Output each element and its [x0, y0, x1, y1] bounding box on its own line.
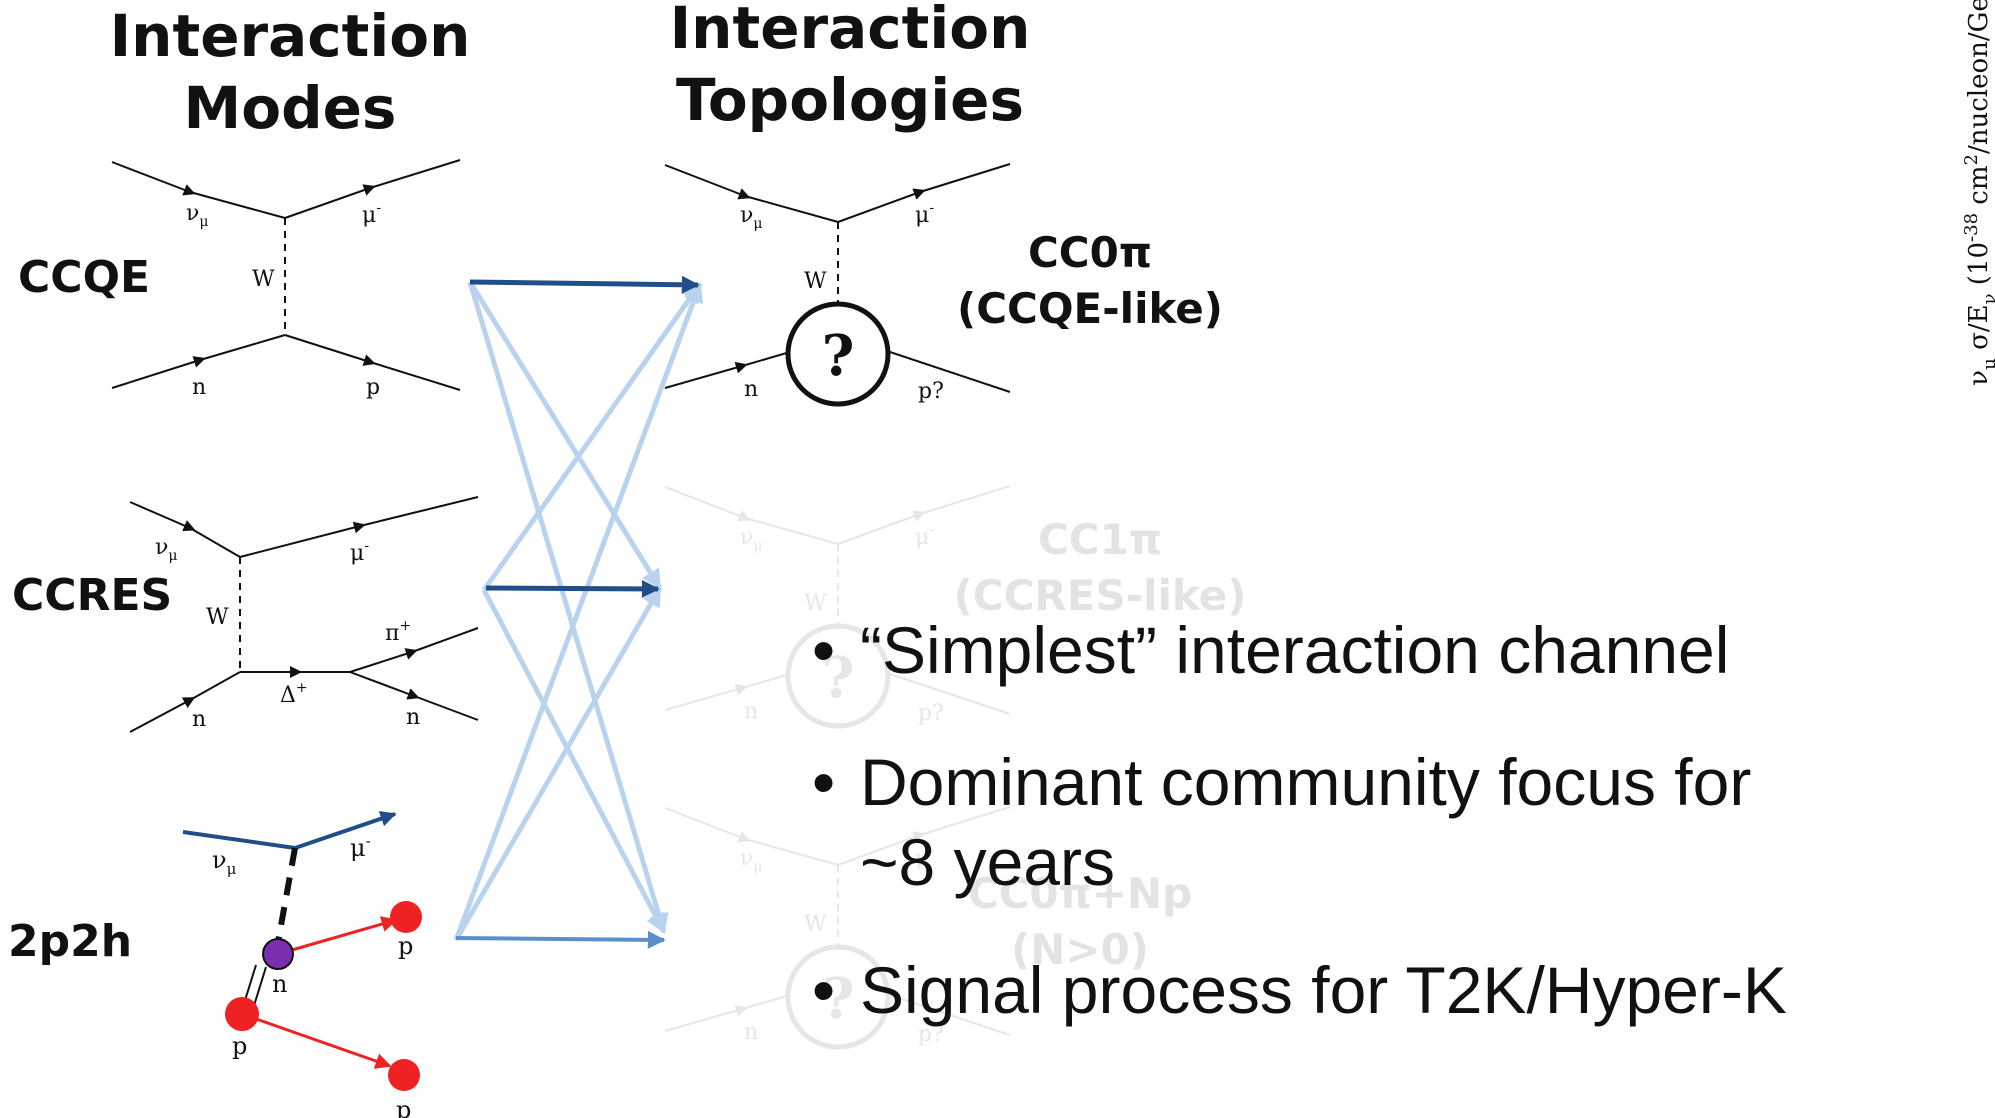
- twop2h-proton-out2: [388, 1059, 420, 1091]
- topology-label-cc1pi-line2: (CCRES-like): [953, 571, 1247, 620]
- y-tick-label: 10: [1993, 71, 1995, 104]
- mode-label-ccqe: CCQE: [18, 252, 151, 303]
- topo3-p-label: p?: [918, 1022, 944, 1047]
- arrow-2p2h-to-cc0pinp: [455, 930, 666, 949]
- ccres-w-label: W: [206, 605, 229, 630]
- bullet-text-2: Dominant community focus for ~8 years: [860, 745, 1752, 899]
- ccqe-n-label: n: [192, 375, 206, 400]
- ccqe-p-label: p: [366, 375, 380, 400]
- modes-title-line2: Modes: [183, 74, 397, 142]
- topo2-n-label: n: [744, 699, 758, 724]
- modes-title-line1: Interaction: [109, 2, 471, 70]
- bullet-item-2: • Dominant community focus for ~8 years: [812, 742, 1962, 902]
- twop2h-diagram: [182, 811, 422, 1091]
- arrow-ccqe-to-cc0pi: [469, 275, 700, 294]
- topology-label-cc0pinp: CC0π+Np (N>0): [950, 866, 1210, 978]
- ccres-n-in-label: n: [192, 707, 206, 732]
- ccres-mu-label: μ-: [350, 538, 369, 566]
- topologies-title-line1: Interaction: [669, 0, 1031, 62]
- topo3-w-label: W: [804, 912, 827, 937]
- topology-diagram-cc0pi: ? νμ μ- W n p?: [664, 163, 1011, 407]
- topology-label-cc1pi: CC1π (CCRES-like): [950, 512, 1250, 624]
- bullet-dot: •: [812, 613, 836, 687]
- ccres-pi-label: π+: [385, 618, 411, 646]
- topo2-w-label: W: [804, 591, 827, 616]
- topology-blob: [785, 301, 891, 407]
- topologies-title-line2: Topologies: [675, 66, 1025, 134]
- topology-diagram-cc1pi: ? νμ μ- W n p?: [664, 485, 1011, 729]
- topo-n-label: n: [744, 377, 758, 402]
- topology-label-cc0pinp-line2: (N>0): [1011, 925, 1149, 974]
- topo-nu-label: νμ: [740, 203, 762, 232]
- arrow-ccres-to-cc0pi: [481, 282, 703, 592]
- mapping-arrows: [453, 275, 704, 949]
- chart-tick-labels: 051010-1110: [1993, 71, 1995, 104]
- ccqe-mu-label: μ-: [362, 200, 381, 228]
- twop2h-diagram-labels: νμ μ- n p p p: [212, 832, 413, 1118]
- topology-blob-question: ?: [822, 323, 855, 389]
- modes-title: Interaction Modes: [80, 0, 500, 144]
- arrow-2p2h-to-cc1pi: [453, 586, 663, 942]
- topology2-blob-question: ?: [822, 645, 855, 711]
- bullet-dot: •: [812, 745, 836, 819]
- mode-label-2p2h: 2p2h: [8, 916, 133, 967]
- bullet-text-1: “Simplest” interaction channel: [860, 613, 1730, 687]
- bullet-dot: •: [812, 953, 836, 1027]
- topo2-nu-label: νμ: [740, 525, 762, 554]
- topologies-title: Interaction Topologies: [640, 0, 1060, 136]
- arrow-ccres-to-cc1pi: [485, 579, 660, 598]
- topology-label-cc0pinp-line1: CC0π+Np: [967, 869, 1193, 918]
- topo3-mu-label: μ-: [915, 843, 934, 871]
- topo-mu-label: μ-: [915, 200, 934, 228]
- arrow-ccqe-to-cc1pi: [467, 280, 663, 590]
- ccqe-diagram-labels: νμ μ- W n p: [186, 200, 381, 400]
- ccres-diagram-labels: νμ μ- W Δ+ π+ n n: [155, 535, 420, 732]
- topology-label-cc0pi: CC0π (CCQE-like): [940, 225, 1240, 337]
- cross-section-chart: 051010-1110 νμ σ/Eν (10-38 cm2/nucleon/G…: [1961, 0, 1995, 386]
- arrow-ccqe-to-cc0pinp: [467, 281, 669, 934]
- arrow-2p2h-to-cc0pi: [453, 282, 704, 941]
- topo3-nu-label: νμ: [740, 846, 762, 875]
- ccres-n-out-label: n: [406, 705, 420, 730]
- topo-p-label: p?: [918, 379, 944, 404]
- topology-label-cc0pi-line1: CC0π: [1027, 228, 1153, 277]
- mode-label-ccres: CCRES: [12, 570, 173, 621]
- topo-w-label: W: [804, 269, 827, 294]
- topo3-n-label: n: [744, 1020, 758, 1045]
- topology-diagram-cc0pinp: ? νμ μ- W n p?: [664, 806, 1011, 1050]
- topology-label-cc1pi-line1: CC1π: [1037, 515, 1163, 564]
- chart-y-axis-label: νμ σ/Eν (10-38 cm2/nucleon/GeV): [1961, 0, 1995, 386]
- topology3-blob-question: ?: [822, 966, 855, 1032]
- bullet-text-3: Signal process for T2K/Hyper-K: [860, 953, 1787, 1027]
- twop2h-proton-in: [225, 997, 259, 1031]
- ccres-delta-label: Δ+: [280, 680, 308, 708]
- twop2h-proton-out1: [390, 901, 422, 933]
- diagrams-svg: νμ μ- W n p νμ μ- W Δ+ π+ n n: [111, 159, 1011, 1118]
- ccqe-feynman-diagram: [111, 159, 461, 391]
- twop2h-p-out2-label: p: [396, 1096, 411, 1118]
- twop2h-nu-label: νμ: [212, 846, 237, 878]
- twop2h-neutron: [262, 938, 294, 970]
- topo2-mu-label: μ-: [915, 522, 934, 550]
- twop2h-p-out1-label: p: [398, 932, 413, 960]
- topology-label-cc0pi-line2: (CCQE-like): [957, 284, 1223, 333]
- arrow-ccres-to-cc0pinp: [481, 588, 667, 934]
- ccres-feynman-diagram: [129, 496, 479, 733]
- bullet-item-1: • “Simplest” interaction channel: [812, 610, 1729, 690]
- twop2h-mu-label: μ-: [350, 832, 371, 862]
- twop2h-p-in-label: p: [232, 1032, 247, 1060]
- ccqe-nu-label: νμ: [186, 201, 208, 230]
- ccres-nu-label: νμ: [155, 535, 177, 564]
- topo2-p-label: p?: [918, 701, 944, 726]
- bullet-item-3: • Signal process for T2K/Hyper-K: [812, 950, 1787, 1030]
- twop2h-n-label: n: [272, 970, 287, 998]
- ccqe-w-label: W: [252, 267, 275, 292]
